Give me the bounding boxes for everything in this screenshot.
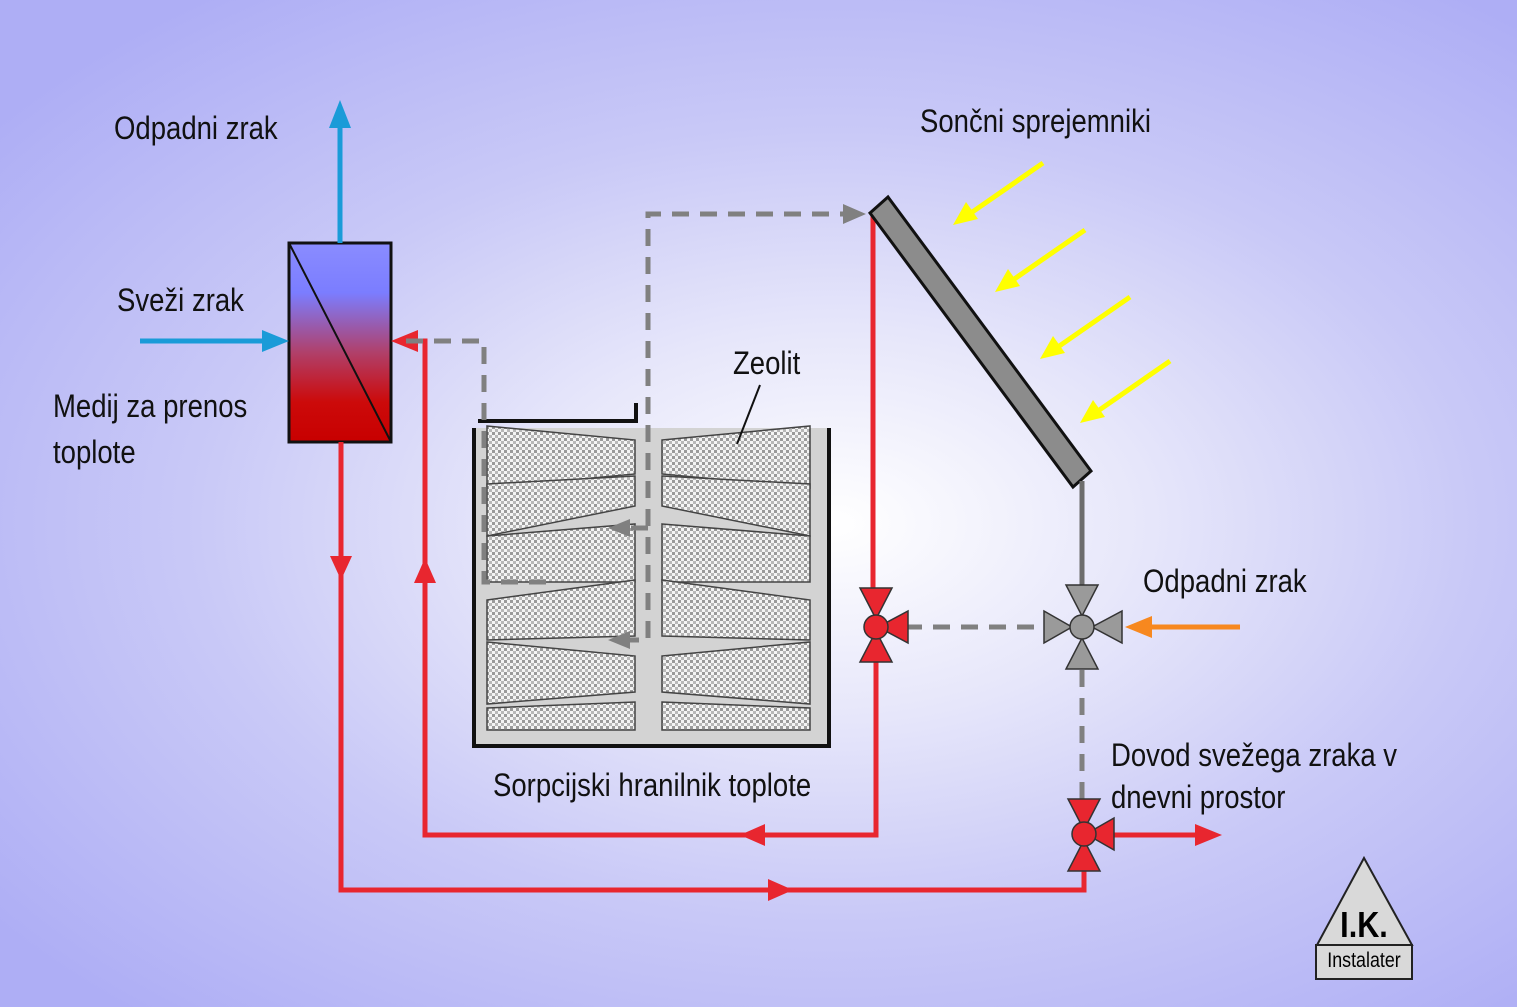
pipe-direction-arrows xyxy=(330,330,1222,901)
fresh-air-in-arrow xyxy=(140,330,289,352)
exhaust-air-in-arrow xyxy=(1125,616,1240,638)
fresh-air-supply-label-line1: Dovod svežega zraka v xyxy=(1111,737,1398,773)
supply-valve-icon xyxy=(1066,798,1115,872)
dashed-arrow-heads xyxy=(608,204,866,649)
heat-medium-label-line2: toplote xyxy=(53,434,136,470)
fresh-air-supply-label-line2: dnevni prostor xyxy=(1111,779,1286,815)
logo-subtitle: Instalater xyxy=(1327,949,1401,972)
sorption-storage-tank xyxy=(472,384,831,748)
storage-label: Sorpcijski hranilnik toplote xyxy=(493,767,812,803)
logo xyxy=(1315,855,1414,980)
heat-exchanger xyxy=(287,241,393,444)
damper-valve-icon xyxy=(1043,584,1123,670)
dashed-air-paths xyxy=(406,211,1085,800)
solar-collector xyxy=(867,194,1094,588)
valve-icon xyxy=(858,587,909,663)
sun-ray-arrows xyxy=(953,160,1172,423)
solar-collectors-label: Sončni sprejemniki xyxy=(920,103,1151,139)
logo-title: I.K. xyxy=(1340,904,1388,945)
zeolite-label: Zeolit xyxy=(733,345,801,381)
exhaust-air-right-label: Odpadni zrak xyxy=(1143,563,1307,599)
heat-medium-label-line1: Medij za prenos xyxy=(53,388,248,424)
exhaust-air-top-label: Odpadni zrak xyxy=(114,110,278,146)
exhaust-air-up-arrow xyxy=(329,100,351,243)
fresh-air-label: Sveži zrak xyxy=(117,282,244,318)
